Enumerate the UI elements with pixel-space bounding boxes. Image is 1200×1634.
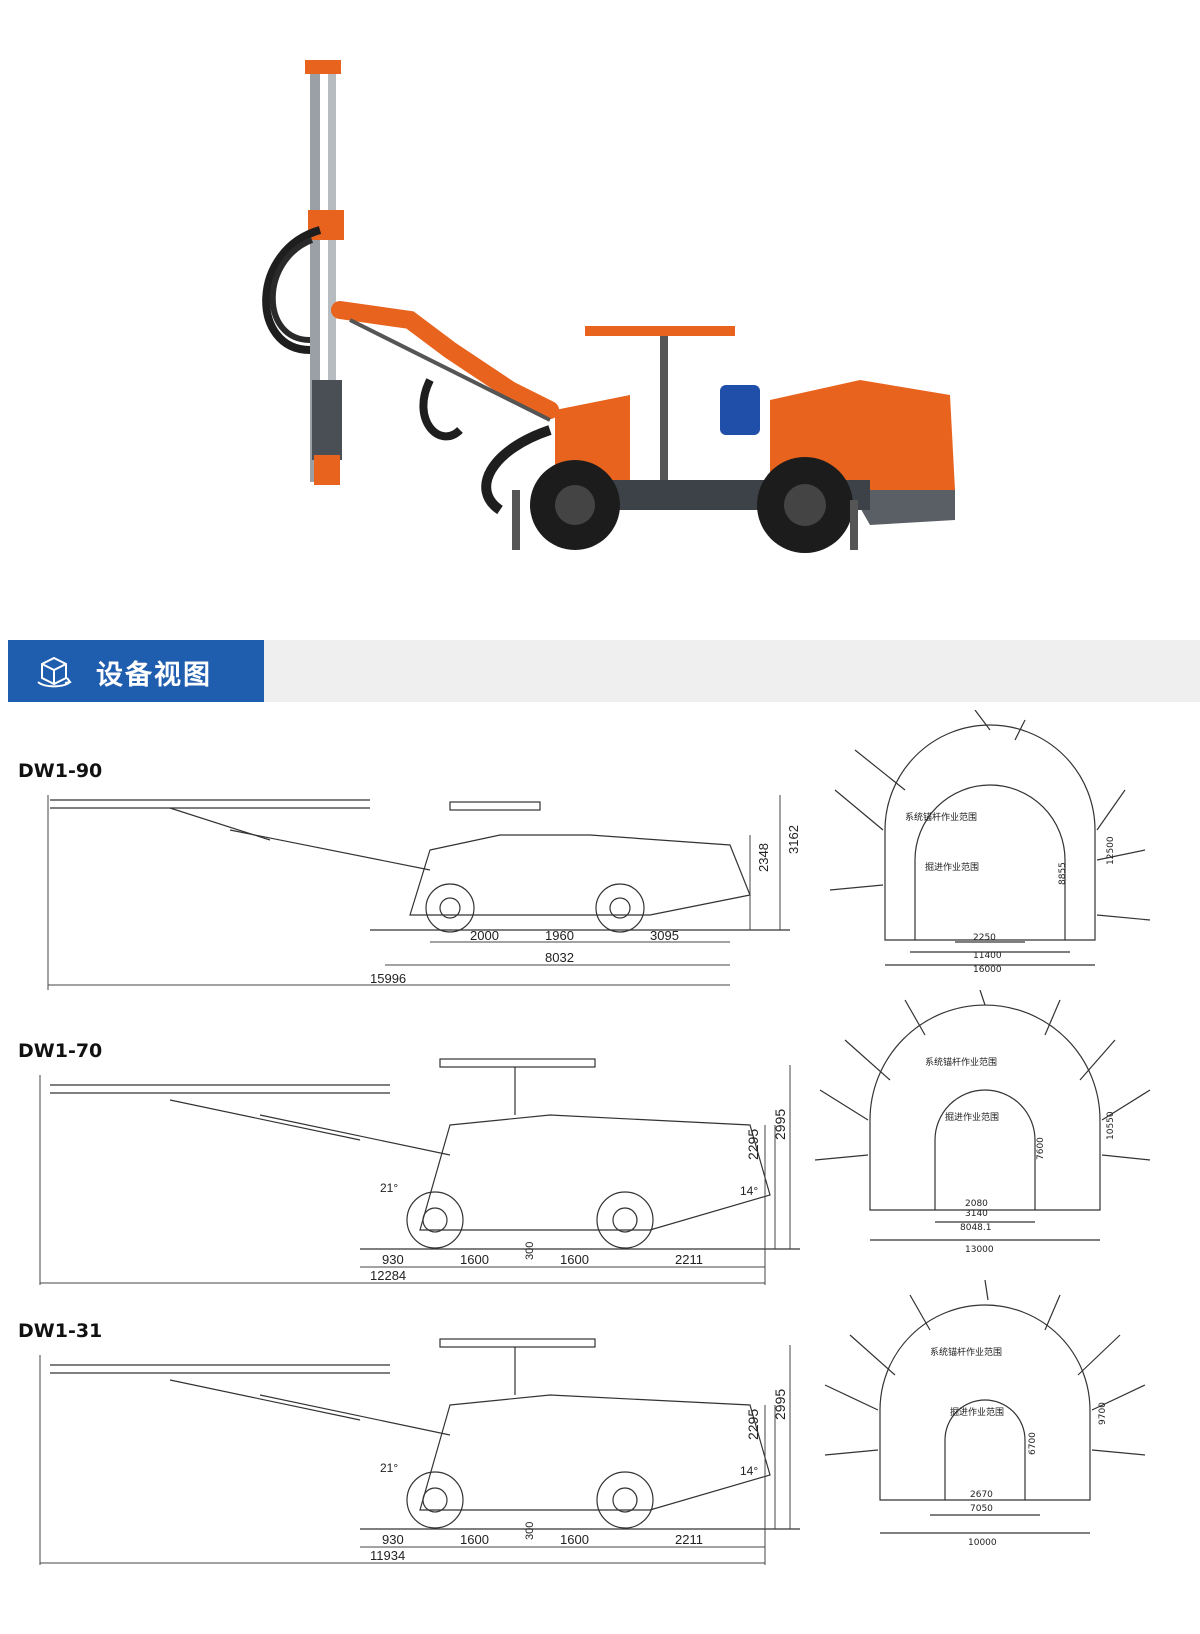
tunnel-outer-label: 系统锚杆作业范围	[905, 811, 977, 823]
dim-seg3: 1600	[560, 1532, 589, 1547]
model-label-dw1-90: DW1-90	[18, 760, 103, 782]
tunnel-outer-label: 系统锚杆作业范围	[930, 1346, 1002, 1358]
dim-seg3: 3095	[650, 928, 679, 943]
tunnel-w1: 2080	[965, 1199, 988, 1209]
dim-seg2: 1600	[460, 1252, 489, 1267]
dim-h2: 2995	[772, 1389, 788, 1420]
tunnel-height-inner: 8855	[1058, 862, 1068, 885]
section-title: 设备视图	[96, 660, 212, 691]
tunnel-height-outer: 12500	[1106, 836, 1116, 865]
dim-total: 15996	[370, 971, 406, 986]
tunnel-height-inner: 7600	[1036, 1137, 1046, 1160]
tunnel-w2: 3140	[965, 1209, 988, 1219]
tunnel-inner-label: 掘进作业范围	[950, 1406, 1004, 1418]
dim-seg1: 930	[382, 1252, 404, 1267]
dim-seg4: 2211	[675, 1252, 703, 1267]
dim-clearance: 300	[524, 1522, 536, 1540]
model-label-dw1-70: DW1-70	[18, 1040, 103, 1062]
tunnel-height-outer: 10550	[1106, 1111, 1116, 1140]
tunnel-outer-label: 系统锚杆作业范围	[925, 1056, 997, 1068]
drill-rig-photo	[262, 60, 955, 553]
dim-h1: 2295	[745, 1409, 761, 1440]
tunnel-height-inner: 6700	[1028, 1432, 1038, 1455]
dim-clearance: 300	[524, 1242, 536, 1260]
dim-total: 12284	[370, 1268, 406, 1283]
tunnel-w3: 10000	[968, 1538, 997, 1548]
dim-wheelbase-total: 8032	[545, 950, 574, 965]
dim-h1: 2295	[745, 1129, 761, 1160]
tunnel-view-dw1-90: 系统锚杆作业范围 掘进作业范围 2250 11400 16000 8855 12…	[829, 710, 1151, 975]
section-banner: 设备视图	[8, 640, 1200, 702]
dim-h1: 2348	[756, 843, 771, 872]
angle-right: 14°	[740, 1464, 758, 1478]
section-tab: 设备视图	[8, 640, 264, 702]
tunnel-w2: 7050	[970, 1504, 993, 1514]
dim-seg1: 2000	[470, 928, 499, 943]
angle-right: 14°	[740, 1184, 758, 1198]
angle-left: 21°	[380, 1181, 398, 1195]
cube-rotate-icon	[37, 656, 72, 688]
dim-total: 11934	[370, 1548, 405, 1563]
tunnel-w4: 13000	[965, 1245, 994, 1255]
angle-left: 21°	[380, 1461, 398, 1475]
tunnel-w1: 2670	[970, 1490, 993, 1500]
dim-seg4: 2211	[675, 1532, 703, 1547]
tunnel-inner-label: 掘进作业范围	[945, 1111, 999, 1123]
dim-seg3: 1600	[560, 1252, 589, 1267]
tunnel-w2: 11400	[973, 951, 1002, 961]
tunnel-inner-label: 掘进作业范围	[925, 861, 979, 873]
dim-h2: 2995	[772, 1109, 788, 1140]
tunnel-height-outer: 9700	[1098, 1402, 1108, 1425]
model-label-dw1-31: DW1-31	[18, 1320, 103, 1342]
tunnel-w1: 2250	[973, 933, 996, 943]
side-view-dw1-70: 21° 14° 300 930 1600 1600 2211 12284 229…	[39, 1058, 800, 1285]
tunnel-w3: 16000	[973, 965, 1002, 975]
side-view-dw1-90: 2000 1960 3095 8032 15996 2348 3162	[47, 795, 801, 990]
tunnel-view-dw1-70: 系统锚杆作业范围 掘进作业范围 2080 3140 8048.1 13000 7…	[815, 990, 1151, 1255]
dim-seg1: 930	[382, 1532, 404, 1547]
tunnel-w3: 8048.1	[960, 1223, 992, 1233]
dim-seg2: 1600	[460, 1532, 489, 1547]
side-view-dw1-31: 21° 14° 300 930 1600 1600 2211 11934 229…	[39, 1338, 800, 1565]
dim-h2: 3162	[786, 825, 801, 854]
tunnel-view-dw1-31: 系统锚杆作业范围 掘进作业范围 2670 7050 10000 6700 970…	[824, 1279, 1146, 1548]
dim-seg2: 1960	[545, 928, 574, 943]
